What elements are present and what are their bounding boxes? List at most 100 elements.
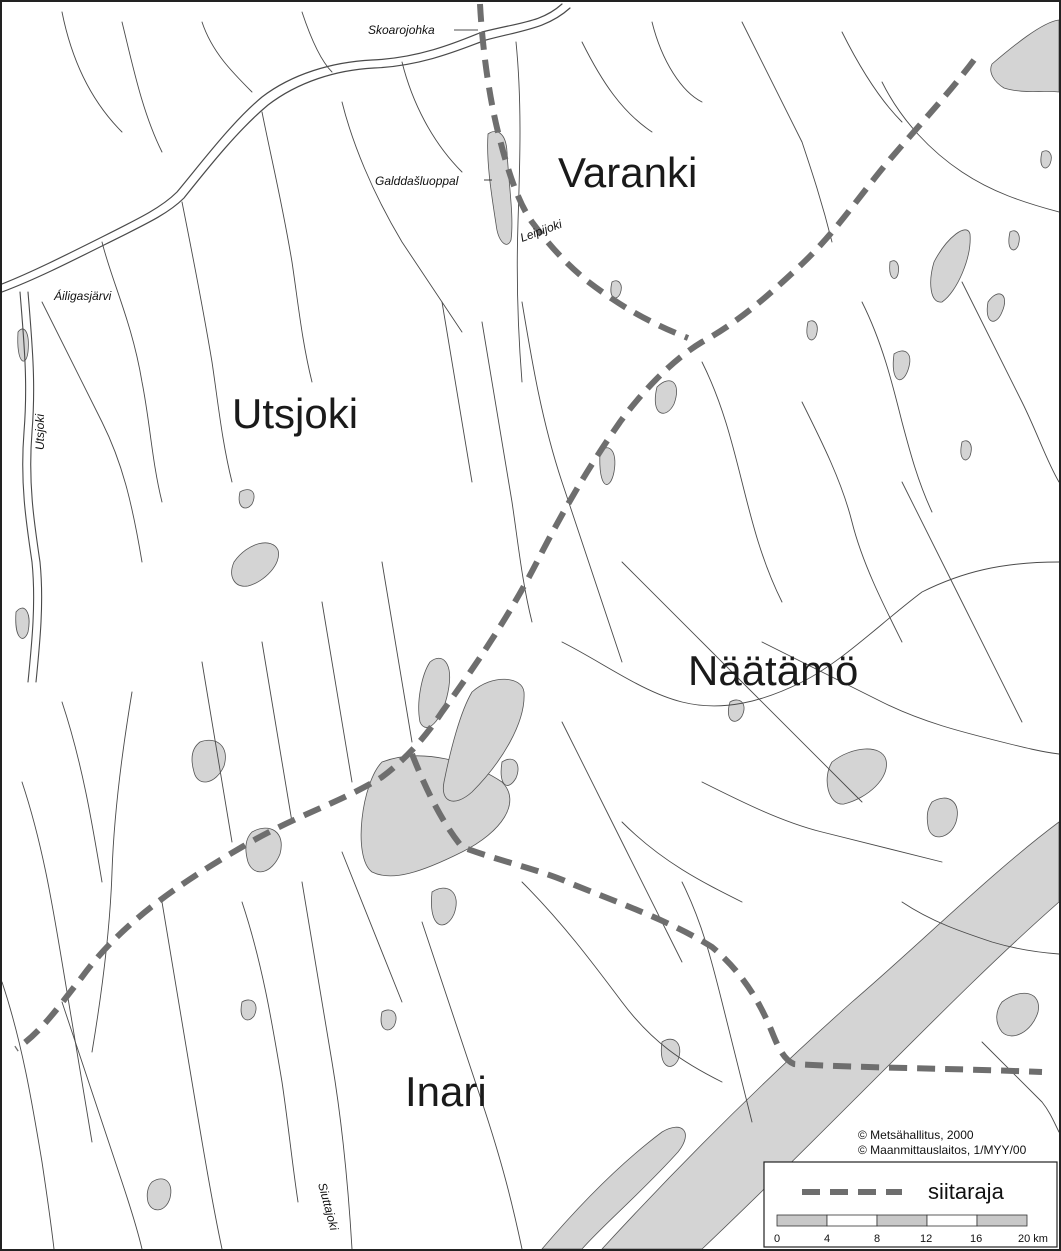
river-tana-b <box>2 7 571 293</box>
stream <box>301 881 353 1249</box>
stream <box>981 1041 1059 1133</box>
stream <box>961 281 1059 483</box>
stream <box>381 561 413 743</box>
stream <box>421 921 523 1249</box>
scale-tick-12: 12 <box>920 1233 932 1245</box>
stream <box>441 301 473 483</box>
stream <box>61 701 103 883</box>
stream <box>21 781 93 1143</box>
region-label-utsjoki: Utsjoki <box>232 390 358 437</box>
lake-east-3 <box>892 350 911 381</box>
lake-small-h <box>1040 150 1052 169</box>
scale-tick-0: 0 <box>774 1233 780 1245</box>
scale-seg-4 <box>926 1214 978 1227</box>
lake-s-far <box>146 1178 172 1211</box>
lake-small-b <box>806 320 818 341</box>
stream <box>61 11 123 133</box>
stream <box>121 21 163 153</box>
stream <box>621 561 863 803</box>
stream <box>2 981 55 1249</box>
lake-se-2 <box>926 797 958 838</box>
stream <box>561 721 683 963</box>
river-tana-a <box>2 3 563 285</box>
boundary-varanki-west <box>477 3 690 341</box>
stream <box>901 481 1023 723</box>
stream <box>181 201 233 483</box>
stream <box>861 301 933 513</box>
stream <box>481 321 533 623</box>
stream <box>515 41 523 383</box>
stream <box>261 111 313 383</box>
copyright-line-1: © Metsähallitus, 2000 <box>858 1128 974 1142</box>
lake-west-1 <box>231 542 279 587</box>
copyright-line-2: © Maanmittauslaitos, 1/MYY/00 <box>858 1143 1027 1157</box>
region-label-inari: Inari <box>405 1068 487 1115</box>
stream <box>161 901 223 1249</box>
scale-tick-16: 16 <box>970 1233 982 1245</box>
boundary-varanki-east <box>14 58 977 1052</box>
lake-far-se <box>996 993 1039 1037</box>
stream <box>741 21 833 243</box>
stream <box>261 641 293 823</box>
stream <box>241 901 299 1203</box>
stream <box>201 661 233 843</box>
river-label-skoarojohka: Skoarojohka <box>368 23 435 37</box>
lake-small-f <box>960 440 972 461</box>
stream <box>401 61 463 173</box>
region-label-varanki: Varanki <box>558 149 697 196</box>
lake-small-c <box>1008 230 1020 251</box>
lake-small-g <box>610 280 622 299</box>
boundary-naatamo-inari <box>409 752 1043 1075</box>
scale-seg-3 <box>876 1214 928 1227</box>
scale-bar <box>776 1214 1028 1227</box>
stream <box>521 301 623 663</box>
stream <box>521 881 723 1083</box>
lakes-layer <box>15 19 1059 1249</box>
scale-tick-8: 8 <box>874 1233 880 1245</box>
lake-small-i <box>240 999 257 1021</box>
rivers-layer <box>2 3 1059 1249</box>
lake-small-d <box>728 699 745 722</box>
stream <box>901 901 1059 955</box>
stream <box>341 101 463 333</box>
river-label-utsjoki: Utsjoki <box>33 414 47 450</box>
stream <box>41 301 143 563</box>
stream <box>61 1001 143 1249</box>
stream <box>101 241 163 503</box>
lake-label-galddasluoppal: Galddašluoppal <box>375 174 459 188</box>
stream <box>201 21 253 93</box>
lake-galddas <box>487 131 513 245</box>
stream <box>701 781 943 863</box>
stream <box>561 561 1059 707</box>
lake-center-2 <box>500 758 519 786</box>
stream <box>701 361 783 603</box>
stream <box>841 31 903 123</box>
lake-center-1 <box>418 657 450 728</box>
stream <box>681 881 753 1123</box>
lake-mid-1 <box>655 380 677 414</box>
legend-boundary-label: siitaraja <box>928 1179 1005 1204</box>
scale-tick-4: 4 <box>824 1233 830 1245</box>
region-label-naatamo: Näätämö <box>688 647 858 694</box>
lake-east-1 <box>930 229 971 303</box>
lake-small-e <box>660 1038 681 1067</box>
lake-south-1 <box>431 887 457 926</box>
lake-sw-1 <box>191 740 226 783</box>
stream <box>91 691 133 1053</box>
stream <box>801 401 903 643</box>
lake-small-j <box>380 1009 397 1031</box>
river-label-siuttajoki: Siuttajoki <box>315 1181 341 1232</box>
legend: siitaraja 0 4 8 12 16 20 km <box>763 1161 1058 1248</box>
river-utsjoki-b <box>27 291 43 683</box>
stream <box>621 821 743 903</box>
scale-seg-1 <box>776 1214 828 1227</box>
lake-west-4 <box>15 607 30 639</box>
lake-se-1 <box>826 748 887 805</box>
scale-tick-20: 20 km <box>1018 1233 1048 1245</box>
lake-se-band-2 <box>541 1126 686 1249</box>
lake-inari-long <box>442 678 525 802</box>
river-utsjoki-a <box>19 291 35 683</box>
stream <box>321 601 353 783</box>
scale-seg-2 <box>826 1214 878 1227</box>
